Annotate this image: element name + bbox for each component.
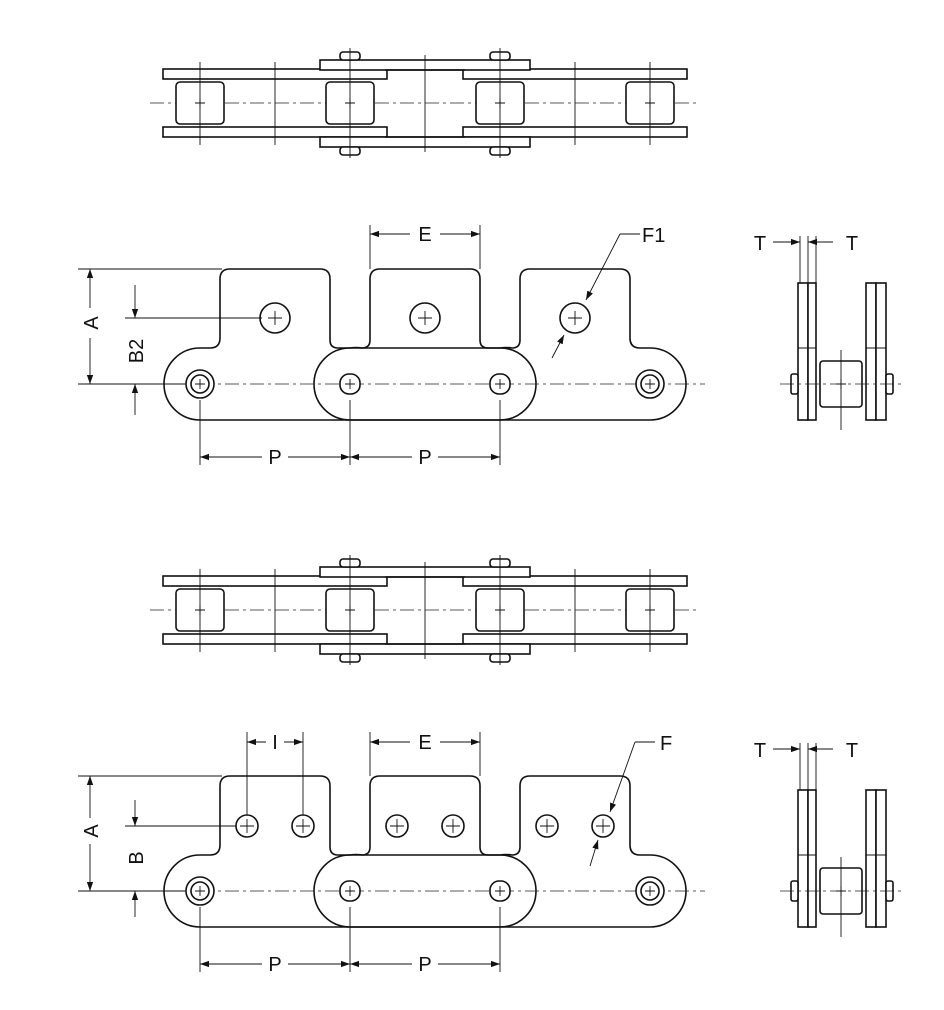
side-view-1: T T — [754, 233, 905, 430]
dim-label-i: I — [272, 732, 278, 754]
dim-label-t-2: T — [846, 233, 858, 255]
dim-label-e-2: E — [418, 732, 431, 754]
dim-label-p-2: P — [418, 447, 431, 469]
dim-label-t-4: T — [846, 740, 858, 762]
dim-label-t-1: T — [754, 233, 766, 255]
dim-label-p-3: P — [268, 954, 281, 976]
dim-label-t-3: T — [754, 740, 766, 762]
front-view-f1-attachment: A B2 P P E F1 — [78, 223, 705, 469]
top-view-chain-2 — [150, 555, 700, 665]
dim-label-a-2: A — [81, 824, 103, 838]
front-view-f-attachment: A B P P I E F — [78, 731, 705, 976]
dim-label-p-1: P — [268, 447, 281, 469]
dim-label-p-4: P — [418, 954, 431, 976]
top-view-chain-1 — [150, 48, 700, 158]
dim-label-e: E — [418, 224, 431, 246]
dim-label-b: B — [126, 851, 148, 864]
dim-label-f1: F1 — [642, 225, 665, 247]
dim-label-f: F — [660, 733, 672, 755]
dim-label-a: A — [81, 316, 103, 330]
side-view-2: T T — [754, 740, 905, 937]
dim-label-b2: B2 — [126, 339, 148, 363]
